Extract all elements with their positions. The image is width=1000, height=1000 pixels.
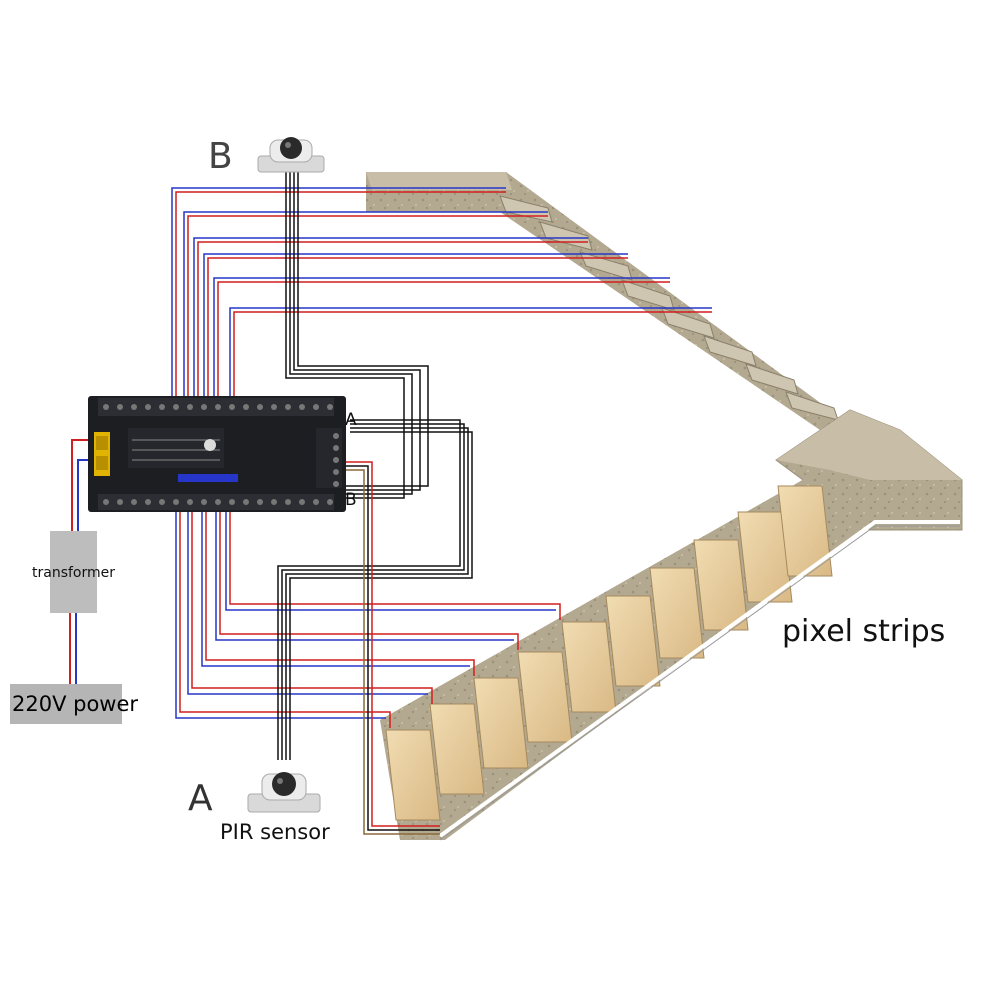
pir-sensor-label: PIR sensor (220, 820, 330, 844)
sensor-b-label: B (208, 136, 233, 177)
transformer-box (50, 531, 97, 613)
upper-step-wires (171, 187, 712, 398)
sensor-a-label: A (188, 778, 213, 819)
pir-sensor-b-icon (257, 137, 325, 173)
sensor-b-wires (285, 168, 429, 499)
pir-sensor-a-icon (247, 772, 321, 813)
controller (88, 396, 346, 512)
power-source-box (10, 684, 122, 724)
pixel-strips-label: pixel strips (782, 614, 946, 649)
controller-button (204, 439, 216, 451)
upper-steps (499, 195, 839, 421)
pixel-strip (438, 520, 960, 838)
controller-a-label: A (345, 410, 357, 430)
upper-stair-flight (366, 172, 963, 531)
lower-stair-flight (380, 470, 960, 841)
wood-steps (385, 485, 833, 821)
sensor-a-wires (277, 419, 473, 760)
strip-feed-wires (340, 461, 440, 835)
power-label: 220V power (12, 692, 139, 716)
lower-step-wires (175, 510, 561, 728)
terminal-screws (103, 404, 333, 505)
controller-b-label: B (345, 490, 357, 510)
transformer-label: transformer (32, 565, 116, 581)
